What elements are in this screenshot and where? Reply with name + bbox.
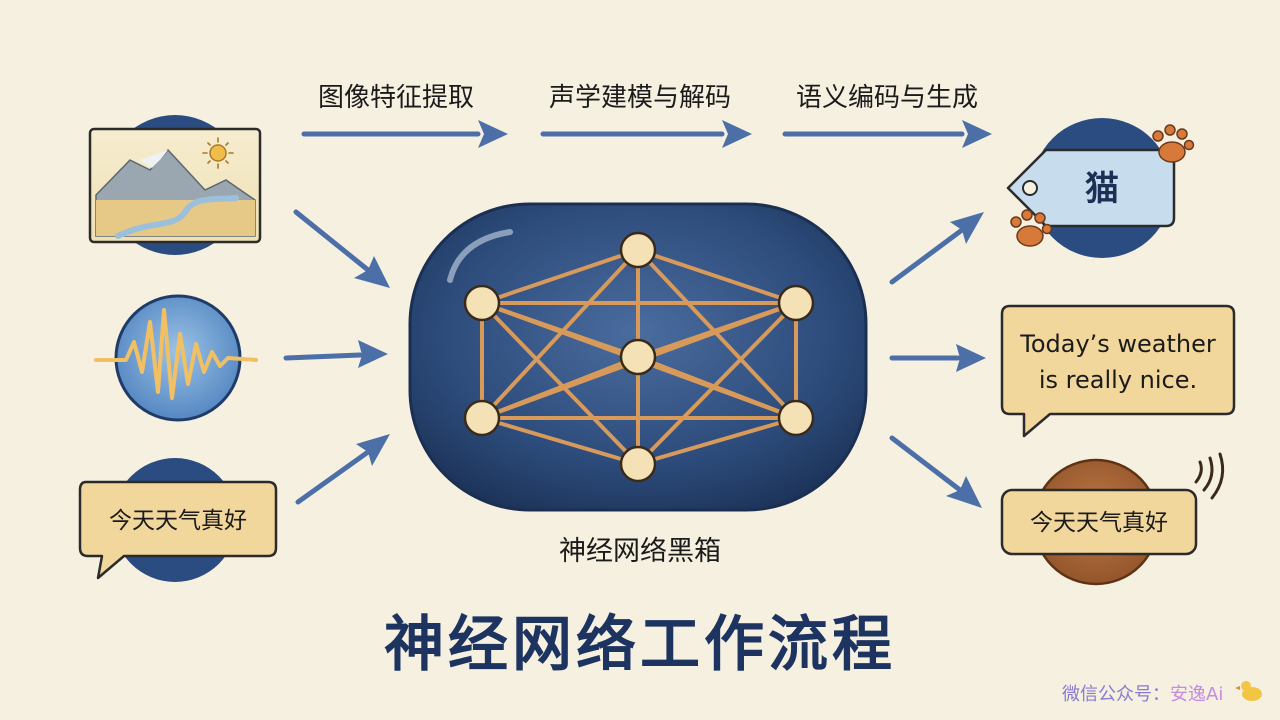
output-tag-label: 猫 — [1085, 169, 1119, 209]
stage-label-semantic-encoding: 语义编码与生成 — [796, 83, 978, 113]
output-tag: 猫 — [1006, 118, 1195, 258]
stage-arrow-2 — [540, 120, 752, 148]
output-speech-label: 今天天气真好 — [1030, 510, 1168, 536]
translation-line-2: is really nice. — [1039, 366, 1197, 394]
stage-label-image-features: 图像特征提取 — [318, 83, 474, 113]
input-text-label: 今天天气真好 — [109, 508, 247, 534]
sound-waves-icon — [1194, 452, 1225, 500]
neural-black-box: 神经网络黑箱 — [408, 202, 868, 567]
paw-print-icon — [1010, 209, 1053, 247]
stage-2: 声学建模与解码 — [540, 83, 752, 148]
output-arrow-translation — [889, 344, 986, 372]
stage-3: 语义编码与生成 — [782, 83, 992, 148]
input-text: 今天天气真好 — [78, 458, 278, 582]
watermark-name: 安逸Ai — [1170, 684, 1223, 705]
output-speech: 今天天气真好 — [1000, 452, 1225, 586]
page-title: 神经网络工作流程 — [384, 610, 896, 680]
speech-bubble-icon — [78, 480, 278, 580]
landscape-image-icon — [88, 127, 262, 244]
stage-arrow-3 — [782, 120, 992, 148]
input-arrow-text — [295, 434, 390, 505]
stage-arrow-1 — [301, 120, 508, 148]
translation-line-1: Today’s weather — [1019, 330, 1216, 358]
output-arrow-tag — [889, 212, 984, 285]
black-box-label: 神经网络黑箱 — [559, 536, 721, 567]
stage-label-acoustic-modeling: 声学建模与解码 — [549, 83, 731, 113]
svg-text:微信公众号：安逸Ai: 微信公众号：安逸Ai — [1062, 684, 1223, 705]
neural-network-icon — [463, 231, 815, 483]
output-translation: Today’s weather is really nice. — [1000, 304, 1236, 438]
watermark-prefix: 微信公众号： — [1062, 684, 1170, 705]
input-arrow-image — [293, 209, 390, 288]
paw-print-icon — [1152, 124, 1195, 163]
input-arrow-audio — [283, 340, 388, 368]
watermark: 微信公众号：安逸Ai — [1062, 681, 1262, 705]
speech-label-box — [1000, 488, 1198, 556]
input-image — [88, 115, 262, 255]
translation-bubble — [1000, 304, 1236, 438]
sound-wave-icon — [94, 308, 258, 400]
output-arrow-speech — [889, 435, 982, 508]
duck-icon — [1235, 681, 1262, 701]
input-audio — [94, 294, 258, 422]
stage-1: 图像特征提取 — [301, 83, 508, 148]
